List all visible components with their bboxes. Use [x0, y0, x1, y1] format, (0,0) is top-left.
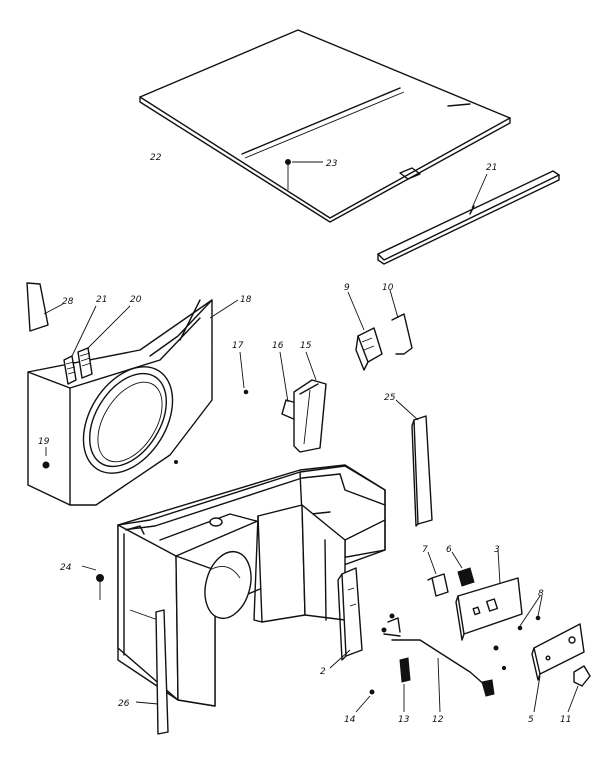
part-7 [427, 551, 449, 597]
part-13 [399, 657, 411, 712]
part-6 [451, 551, 475, 587]
bracket-part-16 [279, 351, 301, 421]
clip-part-21 [63, 305, 97, 385]
screw-part-14 [355, 689, 375, 713]
screw-part-24 [81, 565, 104, 600]
callout-18: 18 [240, 295, 252, 305]
callout-15: 15 [300, 341, 312, 351]
callout-21-clip: 21 [96, 295, 107, 305]
callout-5: 5 [528, 715, 534, 725]
callout-24: 24 [60, 563, 72, 573]
wire-clip-part-10 [389, 289, 413, 355]
callout-2: 2 [320, 667, 326, 677]
callout-28: 28 [62, 297, 74, 307]
callout-22: 22 [150, 153, 162, 163]
clip-part-20 [77, 305, 131, 379]
callout-3: 3 [494, 545, 500, 555]
callout-17: 17 [232, 341, 244, 351]
callout-8: 8 [538, 589, 544, 599]
screws-part-8 [517, 595, 543, 631]
callout-19: 19 [38, 437, 50, 447]
knob-part-11 [567, 665, 591, 713]
callout-9: 9 [344, 283, 350, 293]
strip-part-25 [395, 399, 433, 527]
callout-7: 7 [422, 545, 428, 555]
fan-shroud-part-18 [27, 299, 239, 506]
top-rail-part-21 [377, 170, 560, 265]
screw-part-23 [285, 159, 323, 190]
switch-part-9 [347, 291, 383, 371]
top-cover-panel [139, 29, 511, 223]
callout-12: 12 [432, 715, 444, 725]
callout-10: 10 [382, 283, 394, 293]
callout-25: 25 [384, 393, 396, 403]
callout-6: 6 [446, 545, 452, 555]
control-bracket-part-3 [455, 549, 523, 641]
callout-26: 26 [118, 699, 130, 709]
bracket-part-2 [329, 567, 363, 669]
callout-23: 23 [326, 159, 338, 169]
callout-14: 14 [344, 715, 356, 725]
strip-part-26 [135, 609, 169, 735]
callout-16: 16 [272, 341, 284, 351]
screw-part-19 [42, 447, 50, 469]
cover-plate-part-5 [531, 623, 585, 713]
screw-part-17 [239, 351, 249, 395]
callout-13: 13 [398, 715, 410, 725]
main-cabinet [117, 464, 386, 707]
power-cord-part-12 [381, 613, 507, 713]
callout-20: 20 [130, 295, 142, 305]
side-plate-part-28 [26, 282, 64, 332]
callout-11: 11 [560, 715, 571, 725]
plate-part-15 [293, 351, 327, 453]
callout-labels: 22 23 21 28 21 20 18 17 16 15 19 9 10 25… [38, 153, 571, 725]
callout-21-top: 21 [486, 163, 497, 173]
